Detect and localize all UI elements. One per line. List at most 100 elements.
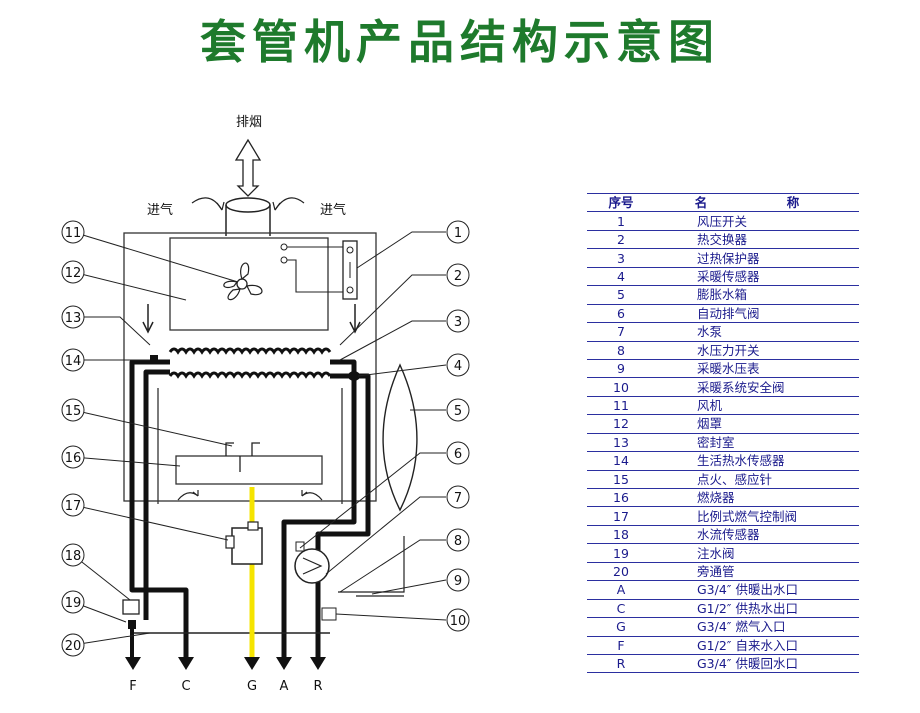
intake-label-left: 进气 — [147, 202, 173, 218]
legend-header-no: 序号 — [587, 192, 655, 213]
legend-name: 自动排气阀 — [655, 304, 859, 324]
intake-label-right: 进气 — [320, 202, 346, 218]
pipe-right-a — [281, 359, 357, 665]
legend-name: 比例式燃气控制阀 — [655, 506, 859, 526]
ports: F C G A R — [125, 657, 326, 694]
page-title: 套管机产品结构示意图 — [200, 15, 720, 69]
svg-text:7: 7 — [454, 491, 462, 506]
legend-name: 水泵 — [655, 322, 859, 342]
legend-name: G3/4″ 供暖出水口 — [655, 580, 859, 600]
svg-text:20: 20 — [65, 639, 82, 654]
legend-name: G3/4″ 燃气入口 — [655, 617, 859, 637]
svg-text:12: 12 — [65, 266, 82, 281]
svg-text:5: 5 — [454, 404, 462, 419]
port-r: R — [313, 679, 322, 694]
pipe-left-inner — [143, 369, 170, 620]
legend-no: 12 — [587, 414, 655, 434]
legend-name: 生活热水传感器 — [655, 451, 859, 471]
legend-name: 采暖传感器 — [655, 267, 859, 287]
legend-name: G3/4″ 供暖回水口 — [655, 654, 859, 674]
svg-text:9: 9 — [454, 574, 462, 589]
legend-name: 水流传感器 — [655, 525, 859, 545]
legend-name: G1/2″ 供热水出口 — [655, 599, 859, 619]
svg-text:19: 19 — [65, 596, 82, 611]
legend-no: 9 — [587, 359, 655, 379]
port-a: A — [280, 679, 289, 694]
heating-sensor — [348, 371, 360, 381]
legend-no: A — [587, 580, 655, 600]
port-g: G — [247, 679, 257, 694]
legend-header-name-2: 称 — [786, 195, 800, 211]
legend-no: 6 — [587, 304, 655, 324]
legend-no: 19 — [587, 543, 655, 563]
legend-no: 10 — [587, 377, 655, 397]
exhaust-label: 排烟 — [236, 115, 262, 130]
legend-no: 15 — [587, 470, 655, 490]
legend-name: 采暖系统安全阀 — [655, 377, 859, 397]
legend-name: 热交换器 — [655, 230, 859, 250]
legend-no: 1 — [587, 211, 655, 231]
legend-no: C — [587, 599, 655, 619]
legend-no: 14 — [587, 451, 655, 471]
legend-name: G1/2″ 自来水入口 — [655, 636, 859, 655]
svg-text:1: 1 — [454, 226, 462, 241]
svg-text:4: 4 — [454, 359, 462, 374]
pump — [294, 548, 330, 584]
pipe-left-outer — [129, 359, 189, 665]
legend-name: 旁通管 — [655, 562, 859, 582]
auto-air-vent — [295, 541, 305, 552]
legend-no: 11 — [587, 396, 655, 416]
gas-control-valve — [231, 527, 263, 565]
legend-no: 17 — [587, 506, 655, 526]
legend-no: G — [587, 617, 655, 637]
legend-name: 膨胀水箱 — [655, 285, 859, 305]
legend-name: 燃烧器 — [655, 488, 859, 508]
svg-text:18: 18 — [65, 549, 82, 564]
boiler-structure-diagram: 排烟 进气 进气 — [61, 115, 470, 694]
ignition-electrodes — [225, 442, 260, 472]
legend-no: 5 — [587, 285, 655, 305]
svg-text:6: 6 — [454, 447, 462, 462]
legend-no: 18 — [587, 525, 655, 545]
svg-text:13: 13 — [65, 311, 82, 326]
flue-collar — [225, 197, 271, 213]
heat-exchanger — [168, 347, 332, 355]
legend-no: 7 — [587, 322, 655, 342]
pressure-switch — [342, 240, 358, 300]
callouts-right: 1 2 3 4 5 6 7 8 9 10 — [446, 220, 470, 632]
legend-no: F — [587, 636, 655, 655]
legend-header-row: 序号 名 称 — [587, 192, 859, 213]
sealed-chamber — [123, 232, 377, 502]
legend-no: 13 — [587, 433, 655, 453]
svg-text:2: 2 — [454, 269, 462, 284]
svg-text:3: 3 — [454, 315, 462, 330]
burner — [175, 455, 323, 485]
combustion-chamber — [157, 388, 343, 504]
fan-hood — [169, 237, 329, 331]
svg-text:15: 15 — [65, 404, 82, 419]
svg-text:10: 10 — [450, 614, 467, 629]
legend-no: 3 — [587, 248, 655, 268]
legend-name: 密封室 — [655, 433, 859, 453]
svg-text:16: 16 — [65, 451, 82, 466]
legend-no: 20 — [587, 562, 655, 582]
svg-text:17: 17 — [65, 499, 82, 514]
